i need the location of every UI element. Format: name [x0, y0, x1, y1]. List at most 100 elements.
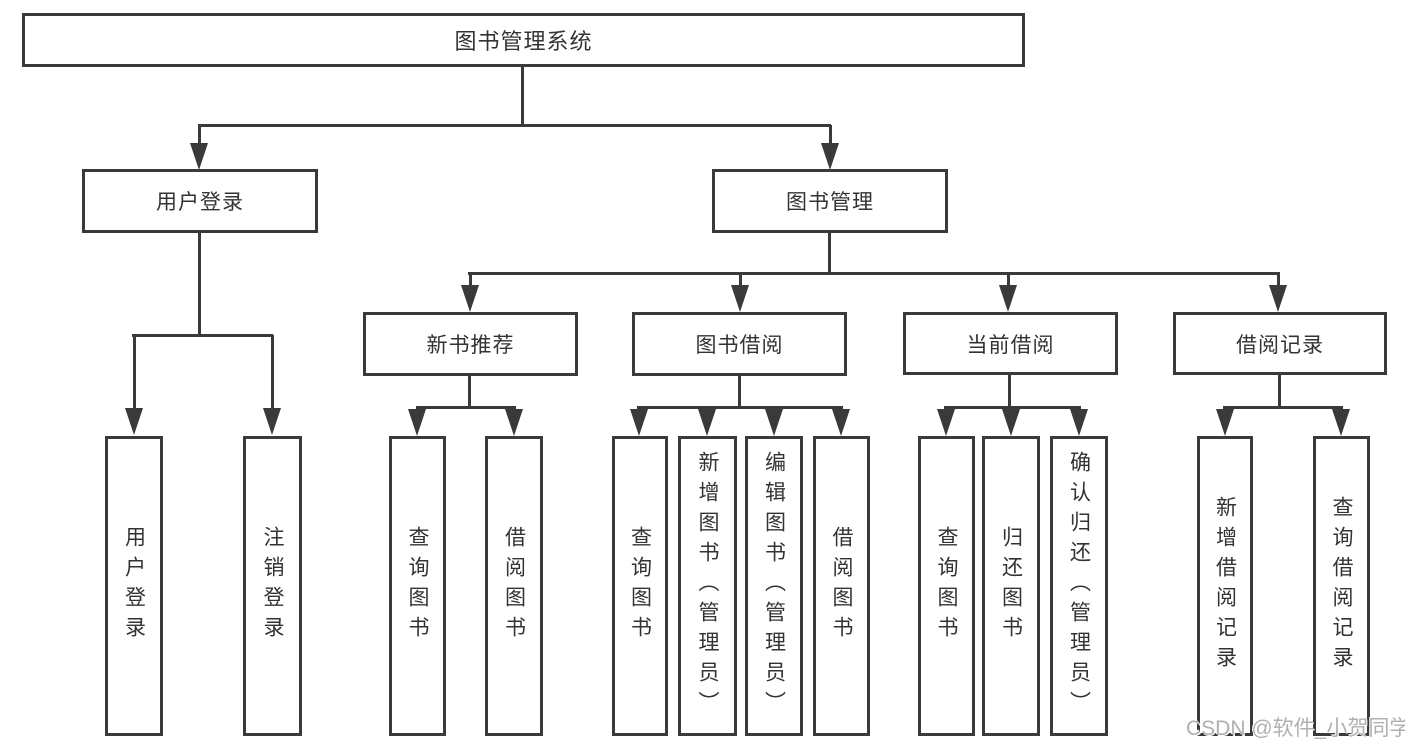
connector-line: [1006, 273, 1010, 285]
connector-line: [637, 406, 843, 409]
connector-line: [944, 407, 948, 409]
arrowhead-icon: [505, 409, 523, 436]
leaf-confirm-return-admin: 确认归还（管理员）: [1050, 436, 1108, 736]
node-label: 查询图书: [406, 526, 429, 646]
arrowhead-icon: [1332, 409, 1350, 436]
connector-line: [468, 273, 472, 285]
connector-line: [1009, 407, 1013, 409]
connector-line: [132, 334, 273, 337]
arrowhead-icon: [408, 409, 426, 436]
node-label: 查询借阅记录: [1330, 496, 1353, 676]
connector-arrow: [1269, 273, 1287, 312]
connector-arrow: [937, 407, 955, 436]
leaf-add-borrow-record: 新增借阅记录: [1197, 436, 1253, 736]
leaf-return-book: 归还图书: [982, 436, 1040, 736]
node-label: 新增借阅记录: [1213, 496, 1237, 676]
connector-arrow: [1332, 407, 1350, 436]
leaf-query-books-recommend: 查询图书: [389, 436, 446, 736]
node-label: 新增图书（管理员）: [696, 451, 719, 721]
connector-arrow: [1070, 407, 1088, 436]
connector-arrow: [698, 407, 716, 436]
connector-line: [197, 125, 201, 143]
arrowhead-icon: [999, 285, 1017, 312]
leaf-add-book-admin: 新增图书（管理员）: [678, 436, 737, 736]
csdn-watermark: CSDN @软件_小贺同学: [1186, 717, 1405, 740]
connector-line: [1008, 373, 1011, 408]
connector-line: [772, 407, 776, 409]
leaf-borrow-books-recommend: 借阅图书: [485, 436, 543, 736]
connector-line: [198, 231, 201, 336]
connector-line: [521, 67, 524, 126]
arrowhead-icon: [190, 143, 208, 170]
arrowhead-icon: [698, 409, 716, 436]
connector-line: [1077, 407, 1081, 409]
arrowhead-icon: [1269, 285, 1287, 312]
arrowhead-icon: [765, 409, 783, 436]
leaf-borrow-books: 借阅图书: [813, 436, 870, 736]
node-label: 当前借阅: [966, 333, 1055, 357]
connector-line: [198, 124, 831, 127]
arrowhead-icon: [821, 143, 839, 170]
arrowhead-icon: [1216, 409, 1234, 436]
connector-line: [828, 231, 831, 274]
connector-line: [1276, 273, 1280, 285]
connector-line: [512, 407, 516, 409]
connector-line: [1223, 407, 1227, 409]
connector-line: [637, 407, 641, 409]
connector-line: [1223, 406, 1343, 409]
node-label: 归还图书: [999, 526, 1023, 646]
node-label: 用户登录: [156, 191, 244, 214]
leaf-edit-book-admin: 编辑图书（管理员）: [745, 436, 803, 736]
node-user-login: 用户登录: [82, 169, 318, 233]
arrowhead-icon: [630, 409, 648, 436]
connector-line: [415, 407, 419, 409]
arrowhead-icon: [263, 408, 281, 435]
connector-line: [416, 406, 516, 409]
node-label: 借阅记录: [1236, 333, 1324, 357]
connector-arrow: [1216, 407, 1234, 436]
node-label: 图书管理: [786, 191, 874, 214]
arrowhead-icon: [731, 285, 749, 312]
connector-arrow: [263, 335, 281, 435]
node-label: 图书借阅: [695, 334, 784, 357]
connector-arrow: [125, 335, 143, 435]
node-label: 图书管理系统: [454, 29, 593, 54]
node-borrow-records: 借阅记录: [1173, 312, 1387, 375]
connector-arrow: [630, 407, 648, 436]
connector-line: [468, 272, 1280, 275]
arrowhead-icon: [125, 408, 143, 435]
connector-line: [1278, 373, 1281, 408]
connector-line: [944, 406, 1081, 409]
node-label: 借阅图书: [830, 526, 853, 646]
node-label: 新书推荐: [426, 334, 515, 357]
node-book-borrow: 图书借阅: [632, 312, 847, 376]
connector-arrow: [461, 273, 479, 312]
node-book-management: 图书管理: [712, 169, 948, 233]
connector-line: [1339, 407, 1343, 409]
node-label: 查询图书: [628, 526, 652, 646]
node-label: 借阅图书: [502, 526, 526, 646]
connector-line: [738, 273, 742, 285]
node-label: 用户登录: [122, 526, 146, 646]
node-book-management-system: 图书管理系统: [22, 13, 1025, 67]
node-label: 编辑图书（管理员）: [762, 451, 786, 721]
arrowhead-icon: [1002, 409, 1020, 436]
connector-arrow: [821, 125, 839, 170]
leaf-query-books-current: 查询图书: [918, 436, 975, 736]
node-new-book-recommend: 新书推荐: [363, 312, 578, 376]
node-label: 确认归还（管理员）: [1067, 451, 1091, 721]
connector-arrow: [765, 407, 783, 436]
node-label: 查询图书: [935, 526, 958, 646]
connector-arrow: [190, 125, 208, 170]
connector-arrow: [505, 407, 523, 436]
node-label: 注销登录: [261, 526, 284, 646]
leaf-query-borrow-record: 查询借阅记录: [1313, 436, 1370, 736]
connector-line: [468, 375, 471, 408]
connector-line: [839, 407, 843, 409]
leaf-query-books-borrow: 查询图书: [612, 436, 668, 736]
connector-line: [828, 125, 832, 143]
connector-arrow: [832, 407, 850, 436]
connector-line: [132, 335, 136, 408]
connector-line: [738, 374, 741, 408]
